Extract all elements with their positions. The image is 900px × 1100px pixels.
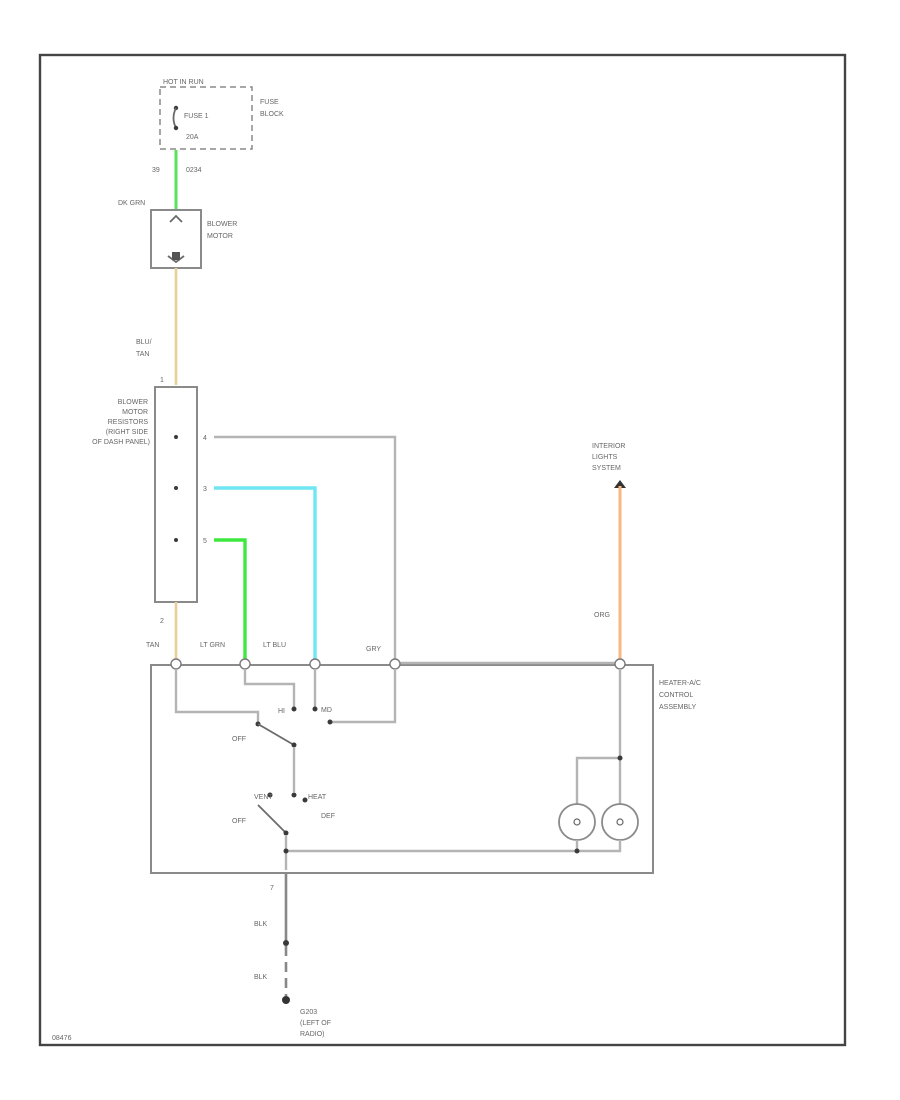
switch-def-label: DEF <box>321 813 335 820</box>
pin-7: 7 <box>270 885 274 892</box>
wire-lt-green <box>214 538 247 660</box>
ground-icon <box>282 996 290 1004</box>
fuse-block-label: FUSE BLOCK <box>260 99 284 118</box>
lamp-return-wire-b <box>286 840 622 853</box>
wire-tan-label: TAN <box>146 642 159 649</box>
wire-lt-blue <box>214 486 317 660</box>
pin-4: 4 <box>203 435 207 442</box>
blower-resistors-label: BLOWER MOTOR RESISTORS (RIGHT SIDE OF DA… <box>92 399 150 446</box>
wire-gry-label: GRY <box>366 646 381 653</box>
lamp-feed-wire <box>575 669 622 805</box>
wire-dk-green-label: DK GRN <box>118 200 145 207</box>
switch-hi-label: HI <box>278 708 285 715</box>
switch-vent-label: VENT <box>254 794 273 801</box>
wire-lt-blu-label: LT BLU <box>263 642 286 649</box>
circuit-0234: 0234 <box>186 167 202 174</box>
switch-md-label: MD <box>321 707 332 714</box>
fuse-block-outline <box>159 86 253 150</box>
terminal-tan <box>170 658 182 670</box>
diagram-frame <box>38 53 847 1047</box>
fan-switch-wire-tan <box>174 669 260 722</box>
fan-switch <box>255 706 333 748</box>
pin-1: 1 <box>160 377 164 384</box>
heater-control-label: HEATER-A/C CONTROL ASSEMBLY <box>659 680 703 711</box>
switch-off-1-label: OFF <box>232 736 246 743</box>
blower-resistor-block <box>154 386 198 603</box>
wire-gray <box>214 435 397 660</box>
terminal-gry <box>389 658 401 670</box>
lamp-icon <box>558 803 596 841</box>
pin-39: 39 <box>152 167 160 174</box>
pin-2: 2 <box>160 618 164 625</box>
switch-heat-label: HEAT <box>308 794 327 801</box>
wire-lt-grn-label: LT GRN <box>200 642 225 649</box>
fuse-rating: 20A <box>186 134 199 141</box>
wire-blu-tan-label: BLU/ TAN <box>136 339 154 358</box>
mode-switch <box>257 792 308 836</box>
fan-switch-wire-gry <box>330 669 397 724</box>
switch-off-2-label: OFF <box>232 818 246 825</box>
terminal-lt-blu <box>309 658 321 670</box>
arrow-icon <box>614 480 626 488</box>
wire-blk-1-label: BLK <box>254 921 268 928</box>
interior-lights-label: INTERIOR LIGHTS SYSTEM <box>592 443 627 472</box>
pin-5: 5 <box>203 538 207 545</box>
fuse-icon <box>172 105 179 131</box>
fan-switch-wire-lt-grn <box>243 669 296 708</box>
ground-label: G203 (LEFT OF RADIO) <box>300 1009 333 1038</box>
heater-control-assembly <box>150 664 654 874</box>
fuse-block-header: HOT IN RUN <box>163 79 204 86</box>
pin-3: 3 <box>203 486 207 493</box>
figure-id: 08476 <box>52 1035 72 1042</box>
blower-motor-label: BLOWER MOTOR <box>207 221 239 240</box>
fuse-name: FUSE 1 <box>184 113 209 120</box>
wire-org-label: ORG <box>594 612 610 619</box>
terminal-org <box>614 658 626 670</box>
terminal-lt-grn <box>239 658 251 670</box>
lamp-icon <box>601 803 639 841</box>
motor-icon <box>167 214 185 264</box>
wire-blk-2-label: BLK <box>254 974 268 981</box>
